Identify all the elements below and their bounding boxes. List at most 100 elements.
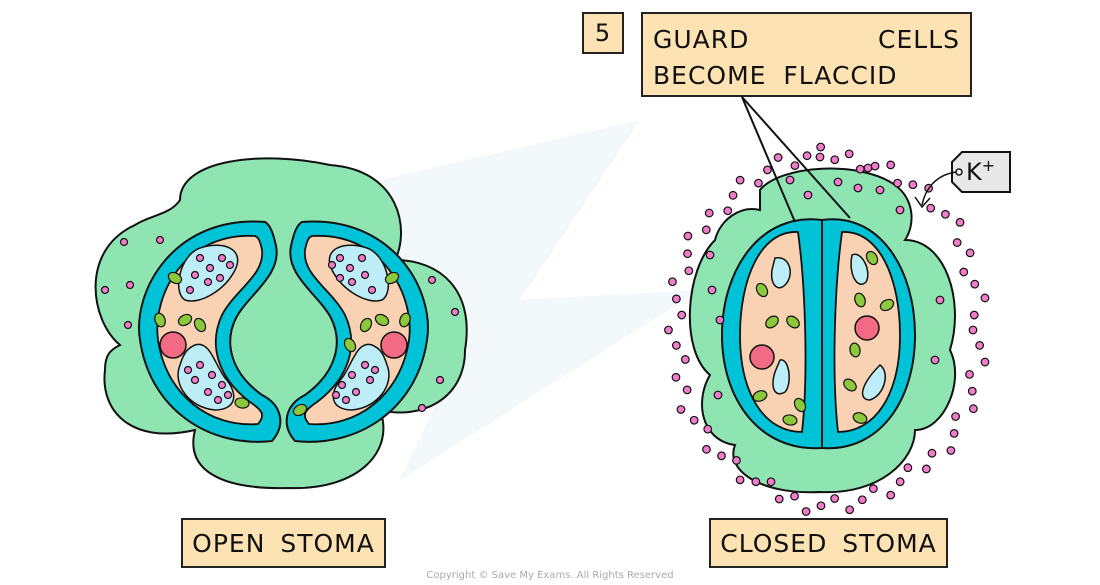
ion-dot xyxy=(668,277,677,287)
chloroplast xyxy=(879,298,895,312)
chloroplast xyxy=(793,397,807,413)
ion-symbol: K xyxy=(966,158,982,186)
ion-dot xyxy=(335,253,345,263)
ion-dot xyxy=(903,463,913,473)
nucleus xyxy=(854,315,880,341)
ion-dot xyxy=(868,484,878,494)
chloroplast xyxy=(765,315,779,329)
ion-dot xyxy=(816,501,826,511)
chloroplasts xyxy=(154,250,895,426)
chloroplast xyxy=(343,337,357,353)
ion-dot xyxy=(223,390,233,400)
chloroplast xyxy=(843,378,857,392)
chloroplast xyxy=(786,315,800,329)
ion-dot xyxy=(785,175,795,185)
ion-dot xyxy=(790,161,800,170)
ion-dot xyxy=(684,266,694,276)
watermark-logo xyxy=(330,120,700,480)
ion-dot xyxy=(790,491,799,501)
ion-dot xyxy=(689,415,699,425)
ion-dot xyxy=(949,428,959,438)
ion-dot xyxy=(427,275,437,285)
ion-dot xyxy=(217,380,227,390)
ion-dot xyxy=(855,164,865,174)
copyright: Copyright © Save My Exams. All Rights Re… xyxy=(426,570,674,581)
ion-tag xyxy=(951,151,1011,193)
ion-dot xyxy=(921,464,931,474)
arrow-icon xyxy=(921,171,957,206)
ion-dot xyxy=(195,360,205,370)
nucleus xyxy=(749,344,775,370)
chloroplast xyxy=(865,250,879,266)
ion-dot xyxy=(980,357,990,367)
ion-dot xyxy=(968,404,978,414)
ion-charge: + xyxy=(981,156,996,175)
ion-dot xyxy=(360,270,370,280)
ion-dot xyxy=(370,365,380,375)
ion-dot xyxy=(715,315,725,325)
ion-tag-label: K+ xyxy=(966,156,995,186)
ion-dot xyxy=(930,355,940,365)
ion-dot xyxy=(926,203,936,213)
ion-dot xyxy=(203,387,213,397)
chloroplast xyxy=(755,282,769,298)
step-number-box: 5 xyxy=(582,12,624,54)
ion-dot xyxy=(100,285,110,295)
ion-dot xyxy=(927,448,937,458)
ion-dot xyxy=(955,217,965,227)
ion-dot xyxy=(774,494,784,504)
ion-dot xyxy=(968,325,978,335)
ion-dot xyxy=(347,370,357,380)
ion-dot xyxy=(816,142,826,152)
open-stoma-label: OPEN STOMA xyxy=(181,518,386,568)
ion-dot xyxy=(946,446,956,455)
ion-dot xyxy=(360,360,370,370)
ion-dot xyxy=(980,293,990,303)
ion-dot xyxy=(671,372,681,382)
ion-dot xyxy=(713,390,723,400)
ion-dot xyxy=(417,403,427,413)
chloroplast xyxy=(154,312,166,328)
chloroplast xyxy=(852,412,868,424)
ion-dot xyxy=(671,341,681,350)
chloroplast xyxy=(234,397,250,409)
ion-dot xyxy=(683,249,692,259)
ion-dot xyxy=(704,208,714,218)
ion-dot xyxy=(351,387,361,397)
ion-dot xyxy=(853,183,863,193)
ion-dot xyxy=(327,260,337,270)
ion-dot xyxy=(895,477,905,487)
closed-stoma xyxy=(688,167,956,494)
ion-dot xyxy=(830,155,840,165)
ion-dot xyxy=(735,475,745,485)
ion-dot xyxy=(833,177,843,187)
ion-dot xyxy=(802,151,812,161)
ion-dot xyxy=(935,295,945,305)
ion-dot xyxy=(367,285,377,295)
ion-dot xyxy=(959,267,969,277)
ion-dot xyxy=(357,253,367,263)
chloroplast xyxy=(782,414,798,426)
ion-dot xyxy=(766,477,776,487)
ion-dot xyxy=(331,390,341,400)
chloroplast xyxy=(854,292,866,308)
ion-dot xyxy=(801,507,811,516)
chloroplast xyxy=(167,271,183,285)
ion-dot xyxy=(970,279,980,289)
ion-dot xyxy=(682,385,692,395)
ion-dot xyxy=(335,273,345,283)
chloroplast xyxy=(359,317,373,333)
closed-stoma-label: CLOSED STOMA xyxy=(709,518,948,568)
ion-dot xyxy=(450,307,460,317)
ion-dot xyxy=(677,310,687,320)
ion-dot xyxy=(857,495,867,505)
ion-dot xyxy=(895,205,905,215)
ion-dot xyxy=(195,253,205,263)
ion-dot xyxy=(703,424,713,434)
ion-dot xyxy=(975,341,985,350)
ion-dot xyxy=(754,178,763,188)
ion-dot xyxy=(844,149,854,159)
potassium-ions xyxy=(100,142,990,516)
ion-dot xyxy=(203,277,213,287)
ion-dot xyxy=(952,238,962,247)
